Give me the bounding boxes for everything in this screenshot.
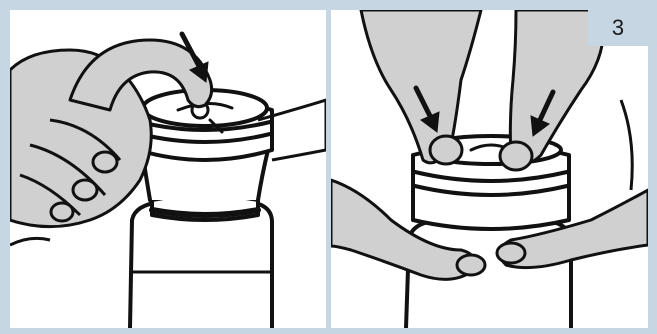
- left-illustration-panel: [10, 10, 326, 328]
- right-illustration: [331, 10, 648, 328]
- left-illustration: [10, 10, 326, 328]
- step-number-badge: 3: [588, 10, 648, 46]
- right-illustration-panel: 3: [331, 10, 648, 328]
